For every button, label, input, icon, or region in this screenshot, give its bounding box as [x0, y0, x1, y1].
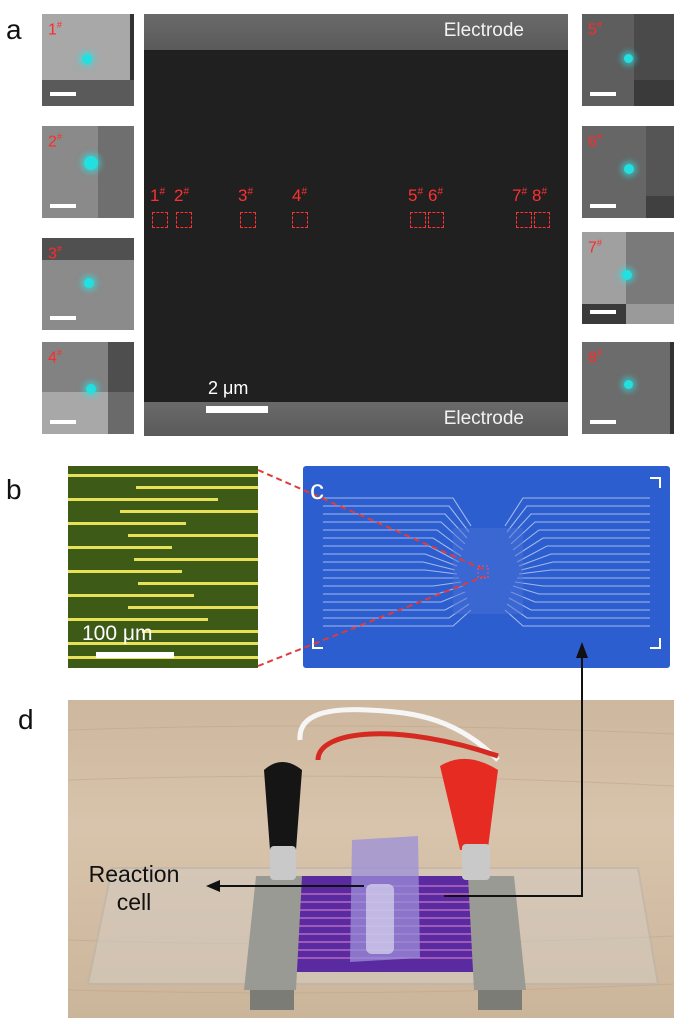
roi-box: [152, 212, 168, 228]
electrode-finger: [128, 534, 258, 537]
roi-box: [428, 212, 444, 228]
fluorescent-spot: [624, 54, 633, 63]
thumbnail-1: 1#: [42, 14, 134, 106]
thumbnail-label: 6#: [588, 132, 602, 151]
electrode-finger: [68, 570, 182, 573]
spot-label: 4#: [292, 186, 308, 205]
thumbnail-scale-bar: [50, 420, 76, 424]
photo-illustration: [68, 700, 674, 1010]
fluorescence-image: Electrode Electrode 1# 2# 3# 4# 5# 6# 7#…: [144, 14, 568, 436]
spot-label: 1#: [150, 186, 166, 205]
electrode-finger: [68, 594, 194, 597]
thumbnail-label: 4#: [48, 348, 62, 367]
chip-photo: [303, 466, 670, 668]
thumbnail-7: 7#: [582, 232, 674, 324]
roi-box: [410, 212, 426, 228]
roi-box: [292, 212, 308, 228]
panel-label-b: b: [6, 474, 22, 505]
electrode-finger: [120, 510, 258, 513]
spot-label: 3#: [238, 186, 254, 205]
electrode-finger: [68, 474, 258, 477]
micrograph-scale-label: 100 μm: [82, 622, 153, 645]
fluorescent-spot: [624, 164, 634, 174]
electrode-finger: [68, 498, 218, 501]
scale-bar: [206, 406, 268, 413]
fluorescent-spot: [84, 156, 98, 170]
thumbnail-scale-bar: [590, 420, 616, 424]
thumbnail-label: 8#: [588, 348, 602, 367]
thumbnail-scale-bar: [50, 316, 76, 320]
electrode-top-label: Electrode: [443, 20, 524, 41]
thumbnail-scale-bar: [590, 92, 616, 96]
electrode-finger: [68, 522, 186, 525]
spot-label: 8#: [532, 186, 548, 205]
electrode-finger: [68, 546, 172, 549]
thumbnail-scale-bar: [590, 204, 616, 208]
electrode-micrograph: 100 μm: [68, 466, 258, 668]
thumbnail-label: 5#: [588, 20, 602, 39]
thumbnail-label: 1#: [48, 20, 62, 39]
micrograph-scale-bar: [96, 652, 174, 658]
electrode-finger: [136, 486, 258, 489]
fluorescent-spot: [624, 380, 633, 389]
electrode-finger: [134, 558, 258, 561]
roi-box: [176, 212, 192, 228]
spot-label: 7#: [512, 186, 528, 205]
thumbnail-3: 3#: [42, 238, 134, 330]
reaction-cell-label: Reaction cell: [88, 861, 180, 915]
thumbnail-4: 4#: [42, 342, 134, 434]
thumbnail-8: 8#: [582, 342, 674, 434]
thumbnail-scale-bar: [50, 204, 76, 208]
panel-label-d: d: [18, 704, 34, 735]
spot-label: 5#: [408, 186, 424, 205]
electrode-finger: [128, 606, 258, 609]
electrode-bottom-label: Electrode: [443, 408, 524, 429]
electrode-finger: [68, 618, 208, 621]
thumbnail-scale-bar: [50, 92, 76, 96]
fluorescent-spot: [622, 270, 632, 280]
panel-label-c: c: [310, 474, 324, 505]
thumbnail-scale-bar: [590, 310, 616, 314]
device-photo: Reaction cell: [68, 700, 674, 1018]
spot-label: 2#: [174, 186, 190, 205]
roi-box: [240, 212, 256, 228]
thumbnail-label: 7#: [588, 238, 602, 257]
panel-label-a: a: [6, 14, 22, 45]
chip-wiring: [312, 477, 661, 649]
fluorescent-spot: [82, 54, 92, 64]
fluorescent-spot: [84, 278, 94, 288]
spot-label: 6#: [428, 186, 444, 205]
electrode-finger: [138, 582, 258, 585]
electrode-top: [144, 14, 568, 50]
thumbnail-5: 5#: [582, 14, 674, 106]
fluorescent-spot: [86, 384, 96, 394]
thumbnail-2: 2#: [42, 126, 134, 218]
thumbnail-6: 6#: [582, 126, 674, 218]
roi-box: [534, 212, 550, 228]
thumbnail-label: 2#: [48, 132, 62, 151]
thumbnail-label: 3#: [48, 244, 62, 263]
electrode-finger: [68, 642, 258, 645]
electrode-finger: [142, 630, 258, 633]
roi-box: [516, 212, 532, 228]
scale-bar-label: 2 μm: [208, 378, 249, 398]
